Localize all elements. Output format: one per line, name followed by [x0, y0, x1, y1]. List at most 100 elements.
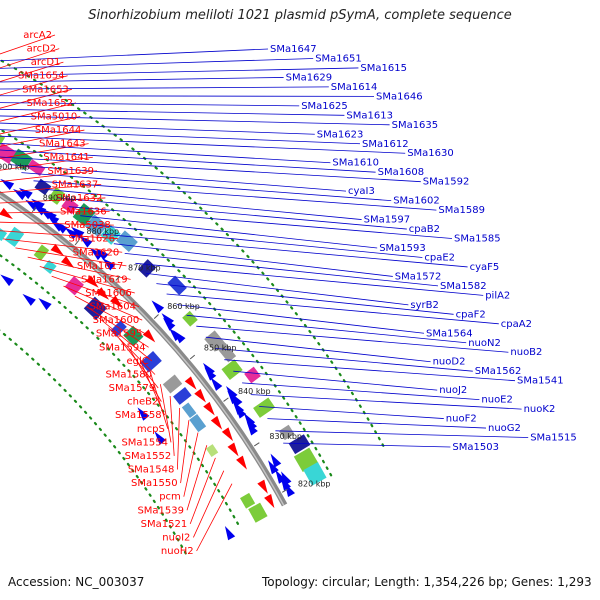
leader-line-left	[0, 102, 77, 122]
leader-line-right	[0, 135, 406, 154]
feature-block-forward	[217, 342, 237, 363]
leader-line-right	[233, 370, 438, 391]
gene-label-right: cyaI3	[348, 186, 375, 197]
leader-line-right	[0, 58, 314, 69]
gene-label-right: SMa1597	[364, 215, 411, 226]
gene-label-right: SMa1646	[376, 91, 423, 102]
gene-label-right: SMa1647	[270, 44, 317, 55]
leader-line-right	[186, 314, 467, 344]
gene-label-right: nuoJ2	[439, 385, 467, 396]
leader-line-left	[74, 295, 146, 335]
feature-block-forward	[10, 148, 33, 171]
gene-label-right: SMa1615	[360, 63, 407, 74]
gene-label-left: mcpS	[137, 424, 165, 435]
feature-block-reverse	[83, 296, 108, 320]
leader-line-left	[15, 247, 127, 267]
kbp-tick-label: 890 kbp	[43, 193, 76, 202]
kbp-tick-mark	[281, 488, 288, 493]
feature-arrow-reverse	[227, 442, 239, 457]
leader-line-left	[129, 349, 162, 402]
feature-arrow-forward	[270, 453, 282, 468]
leader-line-left	[0, 156, 93, 171]
leader-line-right	[0, 86, 329, 90]
gene-label-right: SMa1614	[331, 82, 378, 93]
gene-label-left: SMa1606	[85, 288, 132, 299]
feature-block-forward	[204, 330, 226, 352]
leader-line-right	[0, 115, 390, 126]
leader-line-right	[0, 142, 331, 164]
leader-line-right	[283, 442, 451, 448]
leader-line-left	[0, 88, 72, 109]
feature-arrow-forward	[210, 377, 223, 391]
leader-line-right	[124, 253, 439, 287]
dotted-track-3	[0, 127, 334, 480]
gene-label-left: cheB2	[127, 397, 158, 408]
leader-line-left	[97, 316, 153, 362]
gene-label-left: SMa1580	[105, 369, 152, 380]
feature-arrow-forward	[245, 416, 258, 431]
leader-line-left	[0, 197, 106, 204]
leader-line-left	[160, 384, 172, 443]
feature-arrow-forward	[64, 227, 79, 240]
leader-line-left	[63, 285, 143, 321]
gene-label-left: SMa1654	[18, 71, 65, 82]
gene-label-right: SMa1625	[301, 101, 348, 112]
leader-line-right	[9, 164, 347, 192]
leader-line-left	[183, 432, 199, 497]
leader-line-left	[27, 256, 131, 280]
feature-arrow-reverse	[257, 479, 268, 494]
leader-line-right	[0, 108, 345, 116]
leader-line-right	[224, 359, 516, 382]
gene-label-right: SMa1582	[440, 281, 487, 292]
gene-label-right: cpaF2	[456, 309, 486, 320]
feature-block-reverse	[0, 224, 8, 242]
gene-label-right: SMa1515	[530, 433, 577, 444]
feature-arrow-forward	[102, 258, 116, 271]
feature-block-forward	[221, 359, 243, 380]
feature-arrow-forward	[89, 247, 104, 261]
leader-line-right	[267, 418, 487, 429]
feature-block-forward	[288, 434, 311, 455]
feature-arrow-forward	[22, 293, 36, 306]
feature-arrow-reverse	[203, 401, 215, 416]
feature-block-reverse	[42, 260, 57, 275]
gene-label-right: cpaE2	[424, 252, 455, 263]
feature-arrow-reverse	[60, 255, 75, 268]
gene-label-right: SMa1564	[426, 328, 473, 339]
feature-block-reverse	[110, 320, 127, 337]
gene-label-right: SMa1612	[362, 139, 409, 150]
leader-line-left	[0, 170, 98, 182]
gene-label-left: SMa5038	[64, 220, 111, 231]
feature-block-forward	[278, 424, 295, 441]
leader-line-right	[91, 224, 423, 258]
leader-line-left	[51, 275, 140, 307]
gene-label-left: SMa1637	[52, 179, 99, 190]
leader-line-right	[0, 129, 361, 145]
gene-label-right: cpaA2	[501, 319, 532, 330]
gene-label-right: SMa1602	[393, 196, 440, 207]
gene-label-left: SMa1548	[128, 465, 175, 476]
leader-line-left	[0, 75, 68, 96]
gene-label-left: eglC	[127, 356, 149, 367]
gene-label-right: syrB2	[410, 300, 438, 311]
gene-label-left: nuoH2	[161, 546, 194, 557]
gene-label-left: SMa1626	[68, 234, 115, 245]
gene-label-left: SMa1653	[22, 84, 69, 95]
leader-line-left	[180, 420, 190, 484]
map-title: Sinorhizobium meliloti 1021 plasmid pSym…	[88, 8, 512, 23]
gene-label-left: SMa1620	[73, 247, 120, 258]
leader-line-right	[113, 243, 393, 277]
kbp-tick-label: 850 kbp	[204, 343, 237, 352]
feature-arrow-forward	[0, 178, 15, 190]
feature-arrow-reverse	[210, 415, 223, 430]
gene-label-left: SMa1595	[96, 329, 143, 340]
kbp-tick-label: 900 kbp	[0, 162, 30, 171]
gene-label-left: arcD1	[31, 57, 61, 68]
gene-label-left: SMa1554	[121, 437, 168, 448]
feature-block-forward	[303, 461, 327, 486]
gene-label-right: nuoF2	[446, 414, 477, 425]
feature-block-reverse	[162, 374, 183, 394]
leader-line-left	[0, 116, 81, 135]
leader-line-right	[259, 406, 444, 419]
